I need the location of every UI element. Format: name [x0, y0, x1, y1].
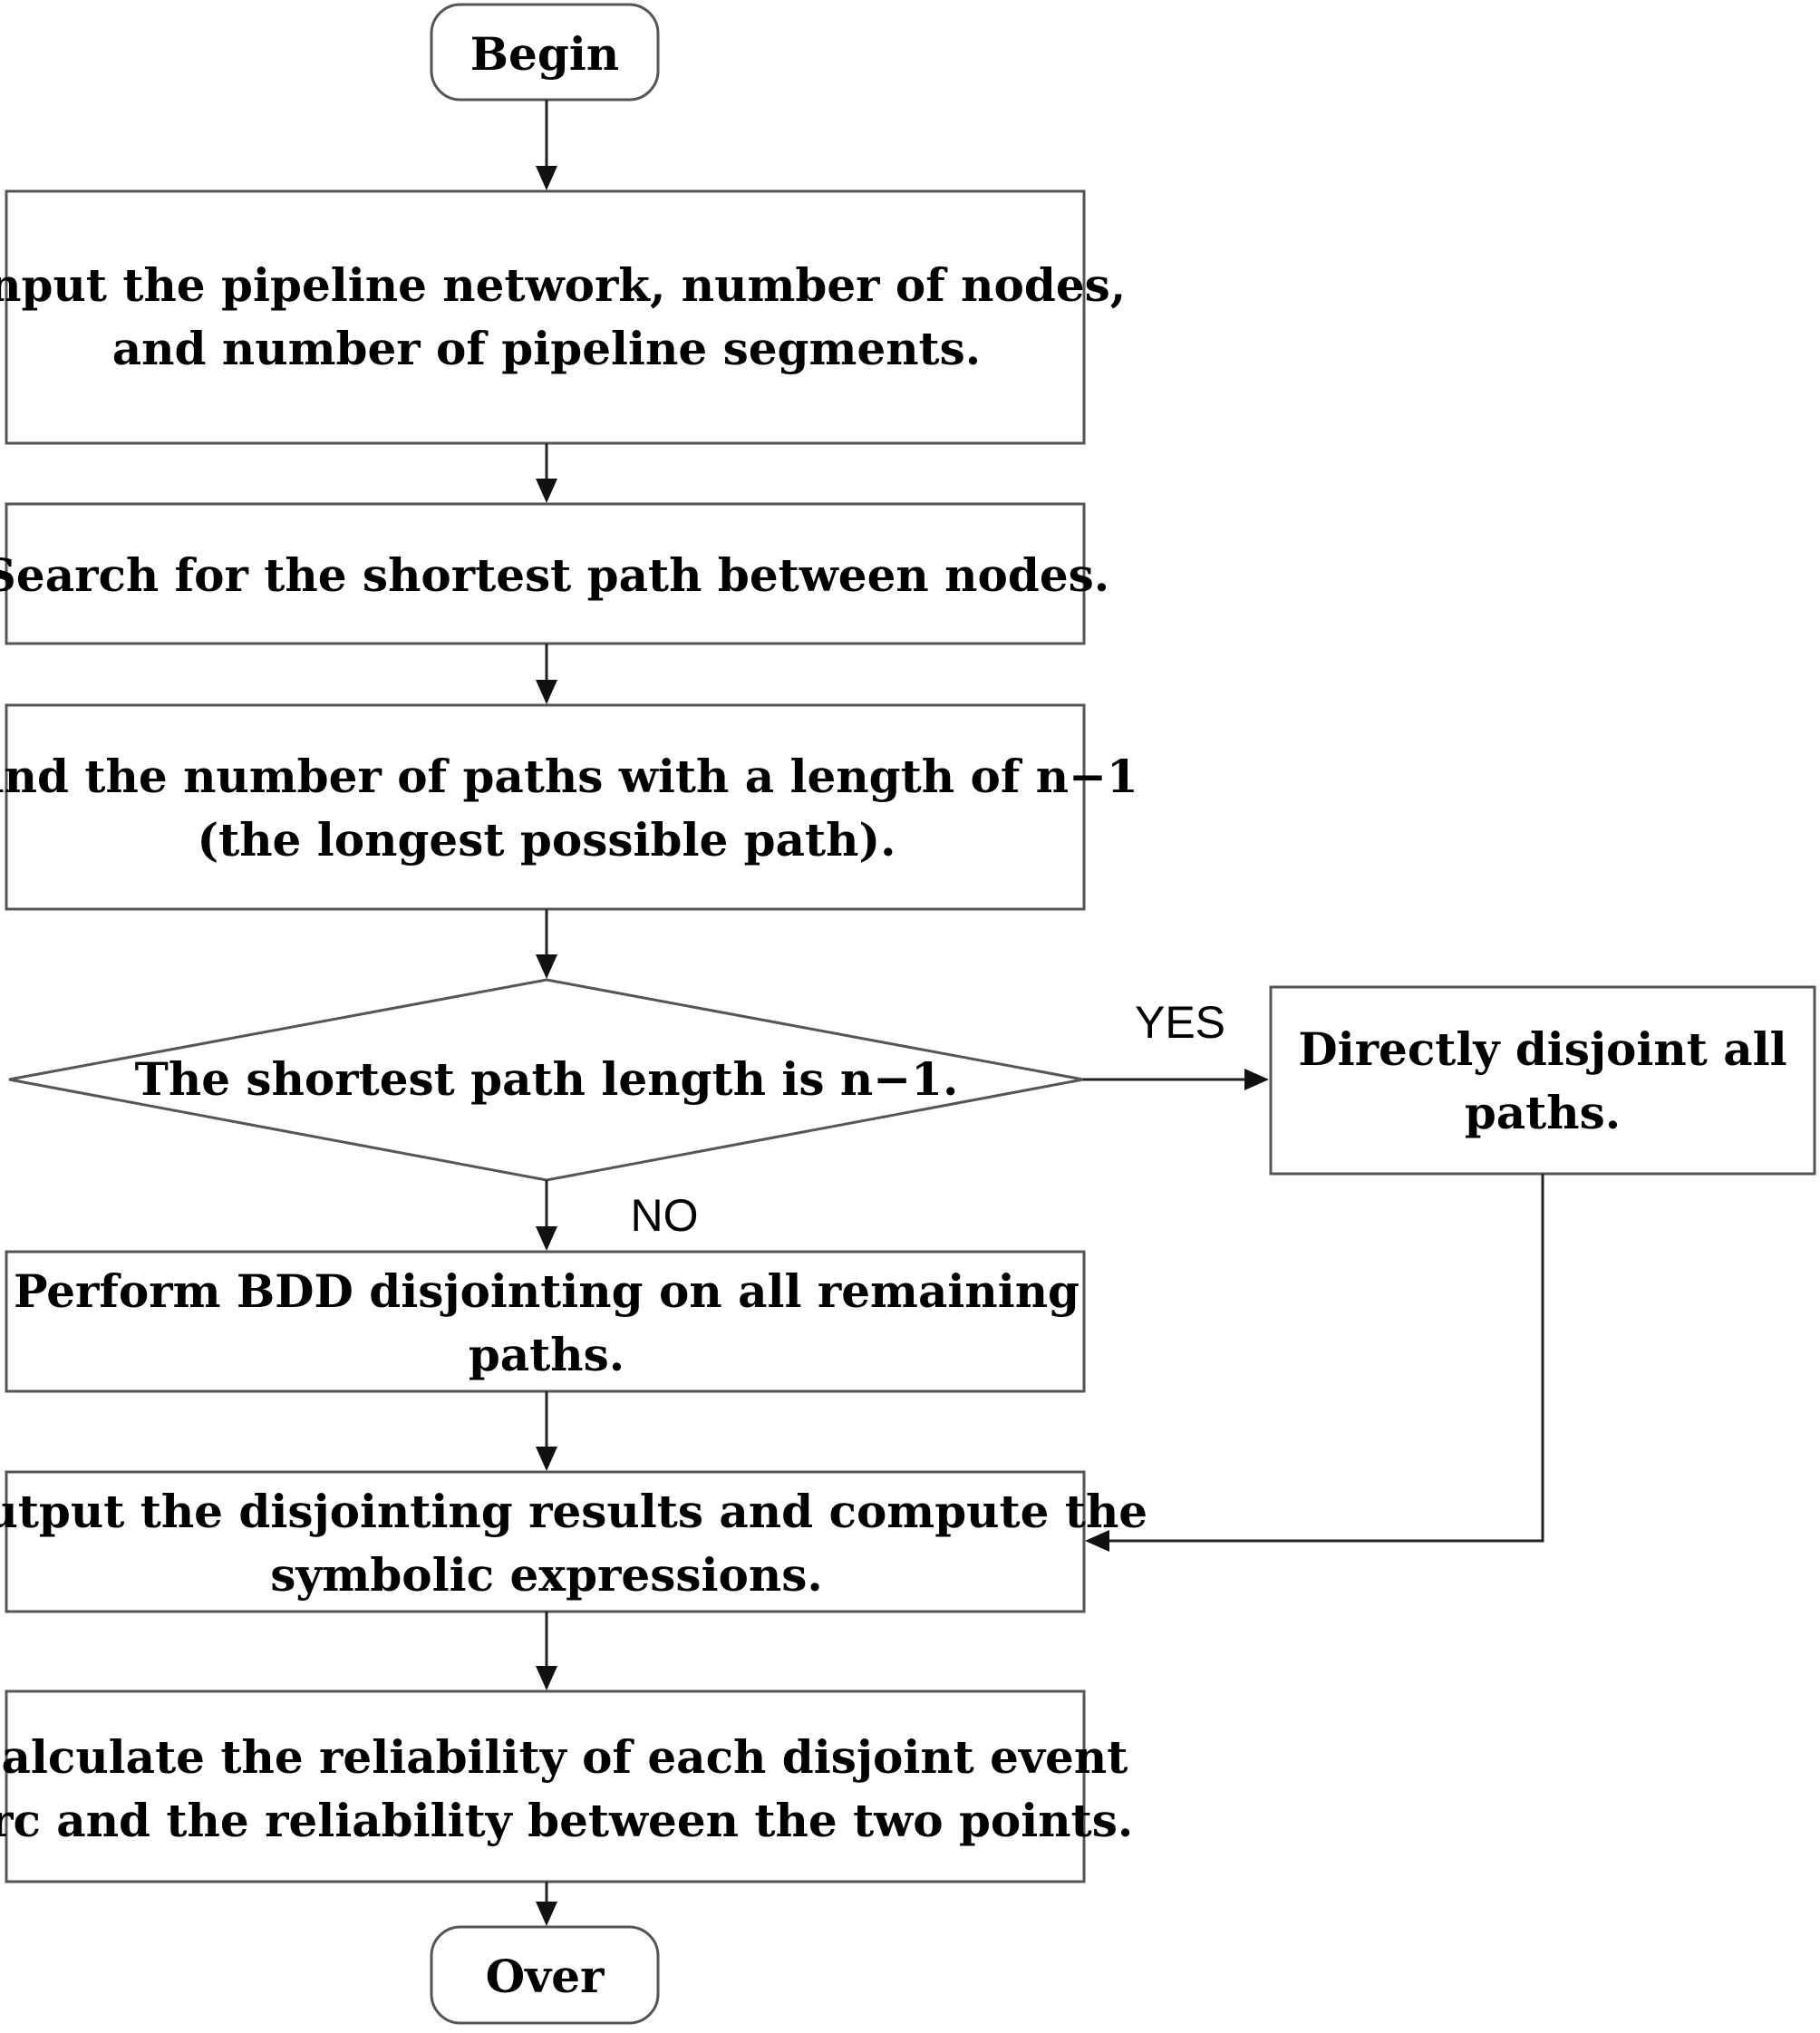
bdd-disjointing-line1: Perform BDD disjointing on all remaining: [14, 1264, 1079, 1318]
output-results-line2: symbolic expressions.: [270, 1548, 823, 1602]
arrowhead-output-to-calculate: [536, 1666, 557, 1690]
directly-disjoint-step: [1269, 985, 1816, 1176]
calculate-reliability-line1: Calculate the reliability of each disjoi…: [0, 1730, 1128, 1784]
over-label: Over: [486, 1950, 605, 2003]
find-longest-paths-line2: (the longest possible path).: [197, 813, 895, 866]
search-shortest-path-label: Search for the shortest path between nod…: [0, 548, 1109, 602]
input-network-line2: and number of pipeline segments.: [112, 322, 981, 375]
arrowhead-find-to-decision: [536, 954, 557, 979]
bdd-disjointing-step: [5, 1250, 1086, 1393]
input-network-step: [5, 189, 1086, 445]
input-network-line1: Input the pipeline network, number of no…: [0, 258, 1126, 312]
arrowhead-input-to-search: [536, 479, 557, 503]
arrowhead-decision-yes: [1244, 1069, 1269, 1090]
yes-branch-label: YES: [1135, 997, 1225, 1048]
shortest-path-decision-label: The shortest path length is n−1.: [135, 1052, 959, 1106]
directly-disjoint-line2: paths.: [1465, 1086, 1621, 1139]
begin-terminal: [430, 3, 660, 102]
arrowhead-search-to-find: [536, 680, 557, 704]
find-longest-paths-line1: Find the number of paths with a length o…: [0, 750, 1138, 803]
arrowhead-disjoint-to-output: [1085, 1530, 1109, 1552]
no-branch-label: NO: [631, 1190, 699, 1241]
directly-disjoint-line1: Directly disjoint all: [1298, 1022, 1786, 1076]
arrowhead-calculate-to-over: [536, 1902, 557, 1926]
find-longest-paths-step: [5, 703, 1086, 911]
arrowhead-bdd-to-output: [536, 1447, 557, 1471]
over-terminal: [430, 1925, 660, 2025]
output-results-line1: Output the disjointing results and compu…: [0, 1485, 1147, 1538]
arrowhead-decision-no: [536, 1226, 557, 1251]
calculate-reliability-line2: arc and the reliability between the two …: [0, 1794, 1133, 1847]
search-shortest-path-step: [5, 502, 1086, 645]
arrowhead-begin-to-input: [536, 166, 557, 190]
arrow-disjoint-to-output: [1108, 1174, 1544, 1543]
output-results-step: [5, 1470, 1086, 1613]
begin-label: Begin: [470, 27, 619, 81]
bdd-disjointing-line2: paths.: [469, 1328, 624, 1381]
calculate-reliability-step: [5, 1689, 1086, 1883]
